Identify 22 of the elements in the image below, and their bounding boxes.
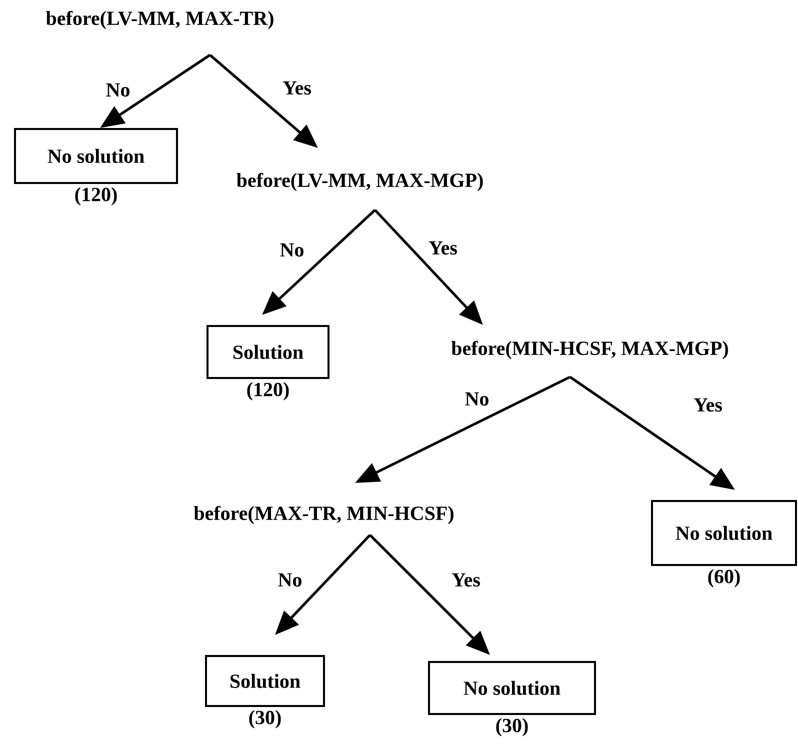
result-box: No solution bbox=[428, 660, 596, 715]
condition-text: before(MAX-TR, MIN-HCSF) bbox=[194, 506, 454, 524]
edge-label: Yes bbox=[452, 573, 480, 587]
edge-label: Yes bbox=[694, 398, 722, 412]
condition-text: before(LV-MM, MAX-MGP) bbox=[236, 172, 483, 192]
count-label: (30) bbox=[249, 710, 281, 728]
result-box: Solution bbox=[205, 654, 325, 707]
count-label: (60) bbox=[708, 569, 740, 588]
result-box: No solution bbox=[14, 128, 178, 184]
count-label: (120) bbox=[75, 187, 117, 206]
edge-label: No bbox=[106, 83, 130, 97]
edge-label: Yes bbox=[428, 241, 457, 255]
condition-text: before(LV-MM, MAX-TR) bbox=[46, 10, 274, 30]
result-box: Solution bbox=[206, 324, 330, 379]
count-label: (120) bbox=[247, 382, 289, 400]
edge-label: Yes bbox=[282, 81, 311, 95]
edge-label: No bbox=[280, 243, 304, 257]
count-label: (30) bbox=[496, 718, 528, 736]
result-box: No solution bbox=[651, 500, 797, 566]
edge-label: No bbox=[465, 392, 488, 406]
edge-label: No bbox=[278, 573, 302, 587]
condition-text: before(MIN-HCSF, MAX-MGP) bbox=[451, 340, 728, 360]
